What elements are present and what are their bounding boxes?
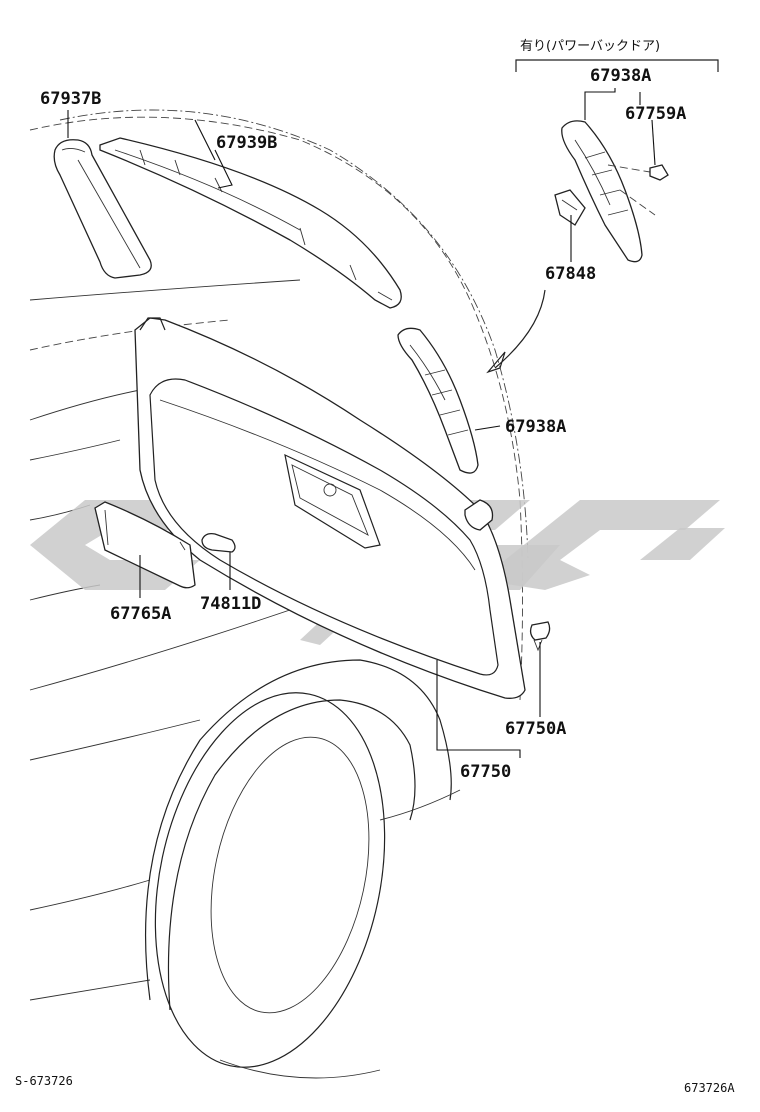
part-74811D-pull-handle	[201, 532, 236, 553]
label-67750: 67750	[460, 762, 511, 782]
leader-lines	[67, 88, 656, 758]
label-67937B: 67937B	[40, 89, 101, 109]
note-power-back-door: 有り(パワーバックドア)	[520, 39, 660, 54]
footer-left-code: S-673726	[15, 1074, 73, 1088]
part-67937B-garnish	[53, 139, 152, 279]
label-67939B: 67939B	[216, 133, 277, 153]
part-67750-trim-board	[134, 317, 526, 699]
callout-arrow	[494, 289, 546, 369]
part-67765A-cover	[94, 501, 196, 589]
label-67848: 67848	[545, 264, 596, 284]
label-67759A: 67759A	[625, 104, 686, 124]
inset-power-back-door	[515, 59, 719, 263]
part-67939B-upper-trim	[99, 137, 402, 309]
label-74811D: 74811D	[200, 594, 261, 614]
part-67938A-side-trim	[397, 327, 479, 474]
label-67938A: 67938A	[505, 417, 566, 437]
vehicle-body-outline	[29, 109, 529, 1079]
callout-arrowhead	[486, 351, 506, 374]
label-67938A-inset: 67938A	[590, 66, 651, 86]
part-67750A-clip	[529, 621, 551, 652]
label-67765A: 67765A	[110, 604, 171, 624]
footer-right-code: 673726A	[684, 1081, 735, 1095]
label-67750A: 67750A	[505, 719, 566, 739]
